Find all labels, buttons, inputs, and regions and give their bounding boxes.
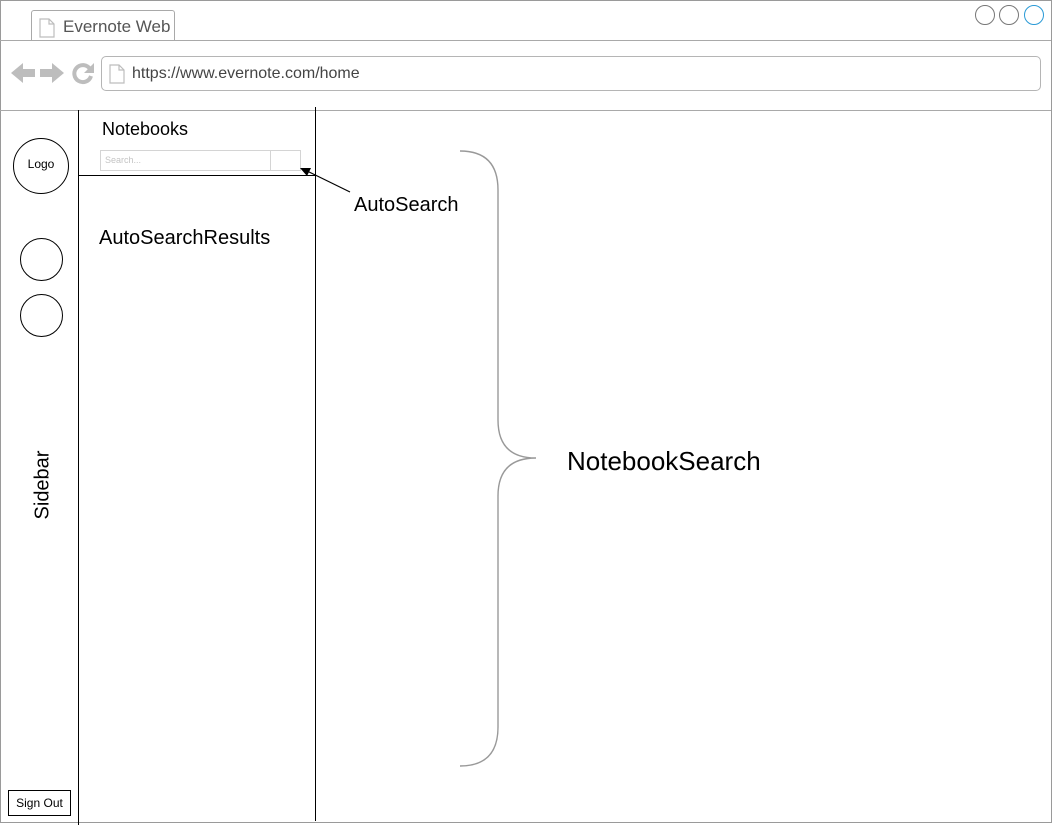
autosearch-results-label: AutoSearchResults [99, 227, 271, 249]
page-icon [109, 64, 125, 89]
search-divider [78, 175, 315, 176]
logo-label: Logo [27, 157, 55, 171]
window-control-icon[interactable] [999, 5, 1019, 25]
tab-title: Evernote Web [63, 17, 171, 36]
back-arrow-icon[interactable] [10, 61, 36, 90]
annotation-arrow [302, 168, 351, 193]
autosearch-label: AutoSearch [354, 194, 459, 216]
page-icon [39, 18, 55, 43]
toolbar-divider [0, 110, 1051, 111]
logo[interactable]: Logo [13, 138, 69, 194]
annotation-arrowhead [300, 168, 311, 176]
url-text: https://www.evernote.com/home [132, 65, 360, 82]
search-button[interactable] [270, 150, 301, 171]
tab-strip-divider [0, 40, 1051, 41]
reload-icon[interactable] [71, 61, 95, 90]
sidebar-button[interactable] [20, 294, 63, 337]
browser-tab[interactable]: Evernote Web [31, 10, 175, 41]
search-input[interactable]: Search... [100, 150, 271, 171]
curly-brace [459, 150, 537, 767]
notebook-search-label: NotebookSearch [567, 446, 761, 476]
sign-out-button[interactable]: Sign Out [8, 790, 71, 816]
sidebar-button[interactable] [20, 238, 63, 281]
window-control-icon[interactable] [1024, 5, 1044, 25]
forward-arrow-icon[interactable] [39, 61, 65, 90]
panel-title: Notebooks [102, 119, 189, 139]
panel-divider [315, 107, 316, 821]
address-bar[interactable]: https://www.evernote.com/home [101, 56, 1041, 91]
window-control-icon[interactable] [975, 5, 995, 25]
sidebar-divider [78, 110, 79, 825]
